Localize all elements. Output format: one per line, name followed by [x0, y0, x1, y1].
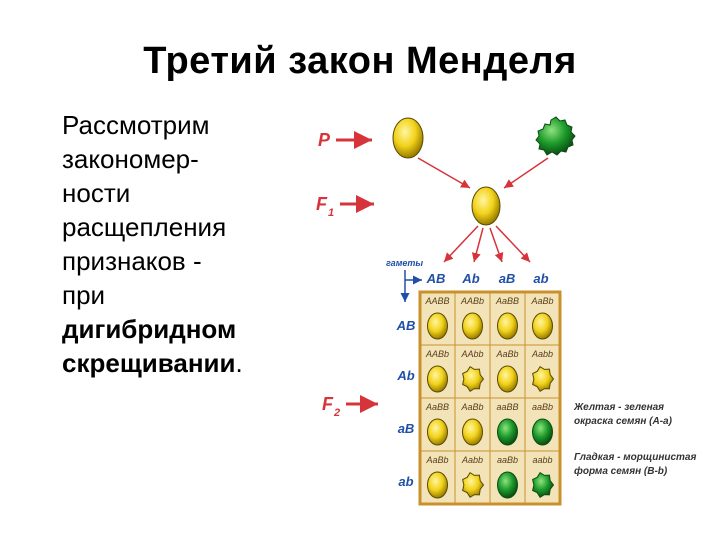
- legend-color-line-2: окраска семян (А-а): [574, 416, 673, 427]
- genotype-label: aaBb: [532, 402, 553, 412]
- gamete-col-0: AB: [426, 271, 446, 286]
- gamete-arrow-ab-lower: [495, 225, 531, 263]
- genotype-label: AABb: [460, 296, 484, 306]
- genotype-label: Aabb: [461, 455, 483, 465]
- genotype-label: AABB: [424, 296, 449, 306]
- text-line: закономер-: [62, 144, 199, 174]
- seed-yellow-smooth: [427, 365, 448, 393]
- genotype-label: aaBb: [497, 455, 518, 465]
- genotype-label: Aabb: [531, 349, 553, 359]
- text-line: ности: [62, 178, 131, 208]
- parent-yellow-seed: [392, 117, 424, 159]
- legend-shape-line-2: форма семян (В-b): [574, 465, 668, 477]
- genotype-label: AaBb: [425, 455, 448, 465]
- genotype-label: AaBb: [530, 296, 553, 306]
- genotype-label: AaBb: [460, 402, 483, 412]
- label-f2: F: [322, 394, 334, 414]
- text-line: признаков -: [62, 246, 202, 276]
- cross-arrow-left: [417, 157, 471, 189]
- parent-green-seed: [535, 116, 576, 156]
- label-p: P: [318, 130, 331, 150]
- genotype-label: AABb: [425, 349, 449, 359]
- gamete-col-2: aB: [499, 271, 516, 286]
- cross-arrow-right: [503, 157, 549, 189]
- seed-yellow-smooth: [462, 418, 483, 446]
- label-f1-sub: 1: [328, 207, 334, 219]
- text-line-bold: дигибридном: [62, 314, 237, 344]
- seed-yellow-smooth: [462, 312, 483, 340]
- seed-yellow-smooth: [497, 365, 518, 393]
- text-line: Рассмотрим: [62, 110, 210, 140]
- gametes-label: гаметы: [386, 258, 423, 268]
- genotype-label: AAbb: [460, 349, 483, 359]
- gamete-col-1: Ab: [461, 271, 479, 286]
- genotype-label: AaBB: [495, 296, 519, 306]
- gamete-col-3: ab: [533, 271, 548, 286]
- f1-seed: [471, 186, 501, 226]
- text-end: .: [235, 348, 243, 378]
- genotype-label: aaBB: [496, 402, 518, 412]
- genotype-label: AaBb: [495, 349, 518, 359]
- text-line-last: скрещивании.: [62, 346, 297, 380]
- text-line-bold: скрещивании: [62, 348, 236, 378]
- label-f2-sub: 2: [333, 407, 340, 419]
- seed-green-smooth: [497, 471, 518, 499]
- seed-green-smooth: [532, 418, 553, 446]
- seed-yellow-smooth: [497, 312, 518, 340]
- slide-body-text: Рассмотрим закономер- ности расщепления …: [62, 108, 297, 380]
- gamete-row-2: aB: [398, 421, 415, 436]
- text-line: при: [62, 280, 106, 310]
- label-f1: F: [316, 194, 328, 214]
- legend-shape-line-1: Гладкая - морщинистая: [574, 452, 696, 463]
- seed-yellow-wrinkled: [462, 472, 485, 498]
- legend-color-line-1: Желтая - зеленая: [573, 402, 664, 413]
- gamete-arrow-ab: [443, 225, 479, 263]
- gamete-row-0: AB: [396, 318, 416, 333]
- seed-yellow-smooth: [427, 312, 448, 340]
- genotype-label: AaBB: [425, 402, 449, 412]
- gamete-row-1: Ab: [396, 368, 414, 383]
- gamete-row-3: ab: [398, 474, 413, 489]
- seed-yellow-wrinkled: [532, 366, 555, 392]
- slide-title: Третий закон Менделя: [143, 40, 577, 82]
- gamete-arrow-ab-cap: [489, 227, 504, 263]
- seed-green-smooth: [497, 418, 518, 446]
- seed-yellow-smooth: [427, 418, 448, 446]
- seed-green-wrinkled: [532, 472, 555, 498]
- genotype-label: aabb: [532, 455, 552, 465]
- seed-yellow-smooth: [427, 471, 448, 499]
- seed-yellow-wrinkled: [462, 366, 485, 392]
- text-line: расщепления: [62, 212, 227, 242]
- seed-yellow-smooth: [532, 312, 553, 340]
- gamete-arrow-ab-small: [471, 227, 484, 263]
